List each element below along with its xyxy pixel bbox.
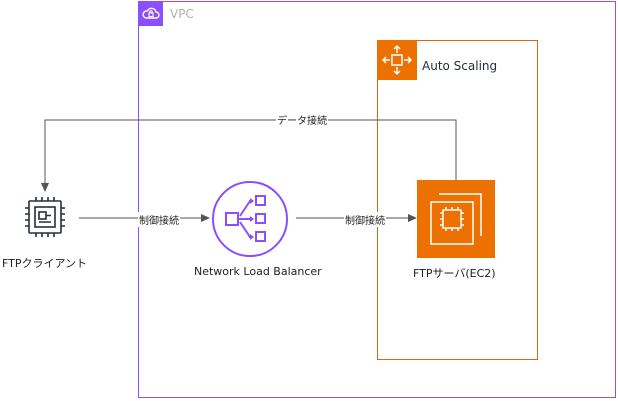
vpc-group [138, 1, 616, 398]
ftp-server-label: FTPサーバ(EC2) [413, 267, 496, 280]
nlb-icon [210, 180, 296, 258]
ec2-icon [417, 180, 495, 258]
data-connection-label: データ接続 [276, 112, 328, 127]
control-connection-label-nlb-server: 制御接続 [344, 212, 386, 227]
arrowhead-to-server [408, 214, 417, 222]
auto-scaling-icon [377, 40, 417, 80]
vpc-cloud-icon [139, 2, 163, 26]
auto-scaling-label: Auto Scaling [422, 59, 498, 73]
data-connection-line [44, 119, 457, 183]
arrowhead-to-nlb [201, 214, 210, 222]
ftp-client-icon [20, 192, 70, 242]
auto-scaling-group [377, 40, 538, 360]
vpc-label: VPC [170, 7, 194, 21]
ftp-client-label: FTPクライアント [2, 257, 88, 270]
nlb-label: Network Load Balancer [194, 265, 322, 278]
control-connection-label-client-nlb: 制御接続 [138, 212, 180, 227]
data-connection-arrowhead [41, 183, 49, 192]
